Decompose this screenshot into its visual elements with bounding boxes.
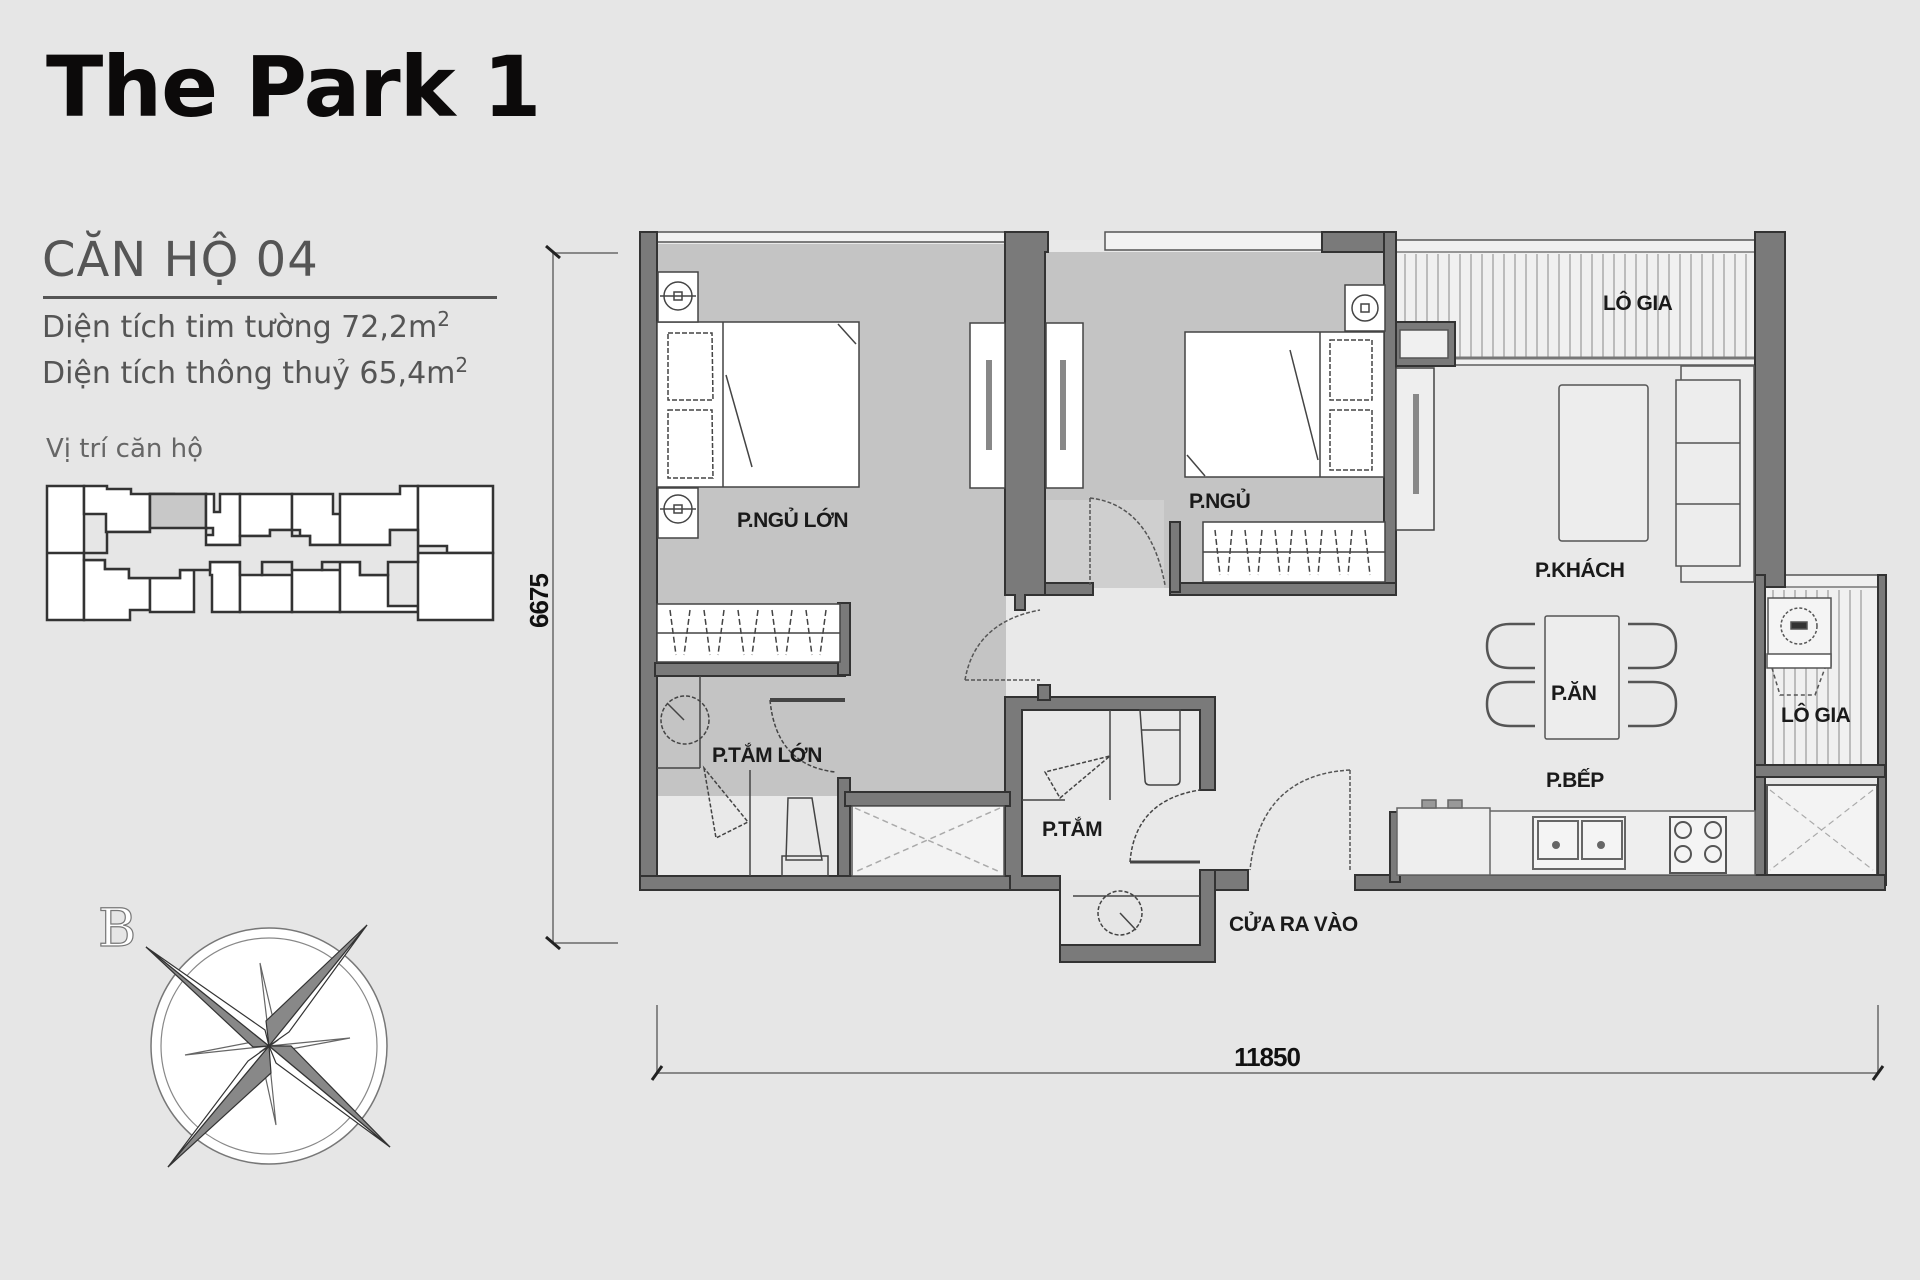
label-loggia-top: LÔ GIA bbox=[1603, 291, 1673, 315]
door-swings bbox=[964, 497, 1351, 871]
key-plan-highlighted-unit bbox=[148, 492, 208, 531]
master-bed-icon bbox=[656, 321, 860, 488]
label-kitchen: P.BẾP bbox=[1546, 769, 1604, 792]
toilet-icon bbox=[1139, 709, 1181, 786]
area-unit-superscript: 2 bbox=[437, 307, 450, 331]
wardrobe-icon bbox=[1202, 521, 1386, 583]
sofa-icon bbox=[1675, 365, 1755, 583]
nightstand-lamp-icon bbox=[657, 271, 699, 539]
area-center-wall-text: Diện tích tim tường 72,2m bbox=[42, 310, 438, 345]
label-bedroom: P.NGỦ bbox=[1189, 489, 1250, 513]
kitchen-sink-icon bbox=[1532, 816, 1626, 870]
walls bbox=[639, 231, 1887, 963]
wardrobe-icon bbox=[656, 603, 841, 663]
dimension-width bbox=[650, 1005, 1885, 1081]
label-dining-room: P.ĂN bbox=[1551, 682, 1596, 705]
label-living-room: P.KHÁCH bbox=[1535, 559, 1624, 582]
dimension-height-label: 6675 bbox=[524, 574, 554, 628]
loggia-right bbox=[1764, 574, 1881, 876]
toilet-icon bbox=[785, 797, 823, 861]
area-center-wall: Diện tích tim tường 72,2m2 bbox=[42, 307, 450, 345]
area-clear: Diện tích thông thuỷ 65,4m2 bbox=[42, 353, 469, 391]
label-master-bath: P.TẮM LỚN bbox=[712, 743, 822, 767]
living-tv-icon bbox=[1395, 367, 1435, 531]
storage-cabinet bbox=[851, 805, 1005, 877]
label-loggia-right: LÔ GIA bbox=[1781, 703, 1851, 727]
bath-fixtures bbox=[1022, 709, 1201, 936]
label-master-bedroom: P.NGỦ LỚN bbox=[737, 508, 848, 532]
dining-chair-icon bbox=[1485, 622, 1678, 728]
floor-plan bbox=[639, 231, 1887, 963]
label-bath: P.TẮM bbox=[1042, 817, 1102, 841]
page-title: The Park 1 bbox=[46, 38, 541, 136]
dimension-width-label: 11850 bbox=[1234, 1042, 1300, 1072]
dimension-height bbox=[545, 244, 618, 951]
location-label: Vị trí căn hộ bbox=[46, 434, 204, 464]
unit-title-underline bbox=[43, 296, 497, 299]
area-clear-text: Diện tích thông thuỷ 65,4m bbox=[42, 356, 456, 391]
shower-icon bbox=[660, 695, 710, 745]
tv-cabinet-icon bbox=[969, 322, 1084, 489]
label-entrance: CỬA RA VÀO bbox=[1229, 912, 1358, 936]
compass-north-label: B bbox=[98, 899, 136, 959]
bed-icon bbox=[1184, 331, 1385, 478]
room-labels: P.NGỦ LỚN P.NGỦ LÔ GIA P.KHÁCH P.ĂN P.BẾ… bbox=[712, 291, 1851, 936]
key-plan bbox=[45, 484, 495, 622]
shower-icon bbox=[1097, 890, 1143, 936]
master-bath-fixtures bbox=[657, 676, 845, 877]
unit-name: CĂN HỘ 04 bbox=[42, 232, 319, 288]
dining-table-icon bbox=[1544, 615, 1620, 740]
coffee-table-icon bbox=[1558, 384, 1649, 542]
washing-machine-icon bbox=[1766, 597, 1832, 696]
compass-rose-icon bbox=[145, 924, 391, 1168]
nightstand-lamp-icon bbox=[1344, 284, 1386, 332]
cooktop-icon bbox=[1669, 816, 1727, 874]
area-unit-superscript: 2 bbox=[455, 353, 469, 377]
